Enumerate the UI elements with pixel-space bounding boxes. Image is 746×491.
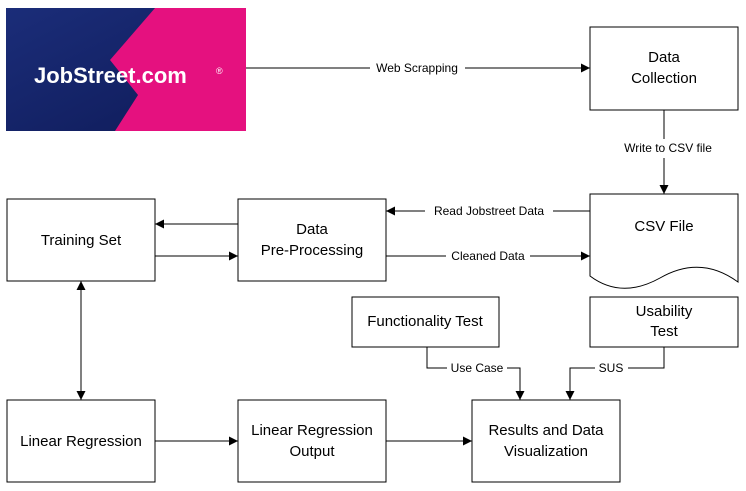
label-write-csv: Write to CSV file [624, 141, 712, 155]
training-set-label: Training Set [41, 232, 122, 249]
results-label-1: Results and Data [488, 422, 604, 439]
data-preprocessing-box [237, 198, 387, 282]
label-read-jobstreet: Read Jobstreet Data [434, 204, 544, 218]
results-label-2: Visualization [504, 443, 588, 460]
label-use-case: Use Case [451, 361, 504, 375]
edge-use-case-start [426, 347, 447, 369]
functionality-test-box [351, 296, 500, 348]
usability-test-label-1: Usability [636, 303, 693, 320]
lr-output-label-1: Linear Regression [251, 422, 373, 439]
data-collection-label-2: Collection [631, 70, 697, 87]
linear-regression-box [6, 399, 156, 483]
label-web-scrapping: Web Scrapping [376, 61, 458, 75]
data-collection-label-1: Data [648, 49, 680, 66]
csv-file-label: CSV File [634, 218, 693, 235]
label-cleaned-data: Cleaned Data [451, 249, 525, 263]
csv-file-document [589, 193, 739, 289]
usability-test-label-2: Test [650, 323, 678, 340]
data-preprocessing-label-2: Pre-Processing [261, 242, 364, 259]
label-sus: SUS [599, 361, 624, 375]
edge-sus-end [565, 367, 595, 400]
linear-regression-output-box [237, 399, 387, 483]
edge-use-case-end [507, 367, 525, 400]
results-visualization-box [471, 399, 621, 483]
training-set-box [6, 198, 156, 282]
logo-registered-mark: ® [216, 66, 223, 76]
data-preprocessing-label-1: Data [296, 221, 328, 238]
lr-output-label-2: Output [289, 443, 335, 460]
data-collection-box [589, 26, 739, 111]
logo-text: JobStreet.com [34, 63, 187, 88]
linear-regression-label: Linear Regression [20, 433, 142, 450]
functionality-test-label: Functionality Test [367, 313, 483, 330]
jobstreet-logo: JobStreet.com ® [6, 8, 246, 131]
edge-sus-start [628, 347, 665, 369]
